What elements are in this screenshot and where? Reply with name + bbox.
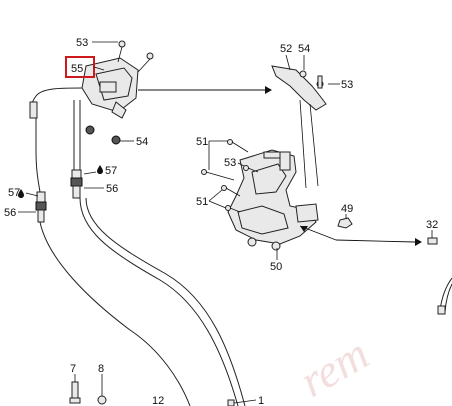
bracket-to-connector-arrow: [299, 225, 422, 246]
bottom-parts: [227, 399, 235, 406]
watermark: rem: [291, 328, 377, 406]
label-32: 32: [426, 219, 438, 231]
label-57-center: 57: [105, 165, 117, 177]
label-56-center: 56: [106, 183, 118, 195]
coil-nuts: [85, 125, 121, 145]
label-53-bracket: 53: [341, 79, 353, 91]
label-8: 8: [98, 363, 104, 375]
label-56-left: 56: [4, 207, 16, 219]
label-12: 12: [152, 395, 164, 406]
bottom-fasteners: [69, 381, 107, 405]
label-54-coil: 54: [136, 136, 148, 148]
nut-49: [337, 217, 353, 229]
label-49: 49: [341, 203, 353, 215]
label-55: 55: [71, 63, 83, 75]
label-57-left: 57: [8, 187, 20, 199]
bracket-assembly: [227, 149, 319, 251]
bracket-bolts: [201, 139, 259, 213]
coil-to-bracket-arrow: [138, 86, 272, 94]
label-1: 1: [258, 395, 264, 406]
left-plug-wire: [29, 87, 83, 193]
center-spark-plug: [70, 100, 83, 199]
oil-drop-icon: [18, 189, 24, 198]
label-54-bracket: 54: [298, 43, 310, 55]
left-spark-plug: [35, 191, 47, 223]
label-53-bolt: 53: [224, 157, 236, 169]
coil-mounting-bracket: [271, 54, 340, 189]
label-51-upper: 51: [196, 136, 208, 148]
ignition-coil-assembly: [81, 40, 154, 119]
label-53-coil: 53: [76, 37, 88, 49]
lower-wire-harness: [39, 197, 246, 406]
label-52: 52: [280, 43, 292, 55]
connector-32: [427, 237, 452, 315]
label-50: 50: [270, 261, 282, 273]
oil-drop-icon: [97, 165, 103, 174]
label-51-lower: 51: [196, 196, 208, 208]
label-7: 7: [70, 363, 76, 375]
